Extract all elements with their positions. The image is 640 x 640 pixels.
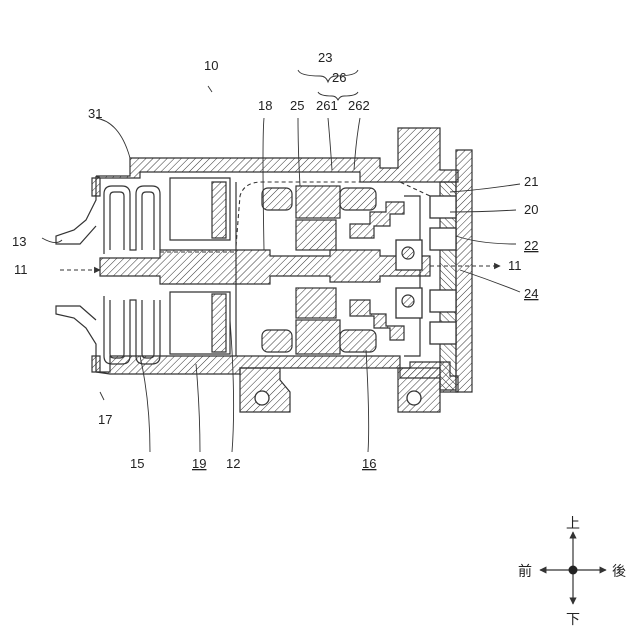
shaft xyxy=(100,250,430,284)
label-13: 13 xyxy=(12,234,26,249)
label-10: 10 xyxy=(204,58,218,73)
label-262: 262 xyxy=(348,98,370,113)
label-20: 20 xyxy=(524,202,538,217)
end-plate xyxy=(430,150,472,392)
label-18: 18 xyxy=(258,98,272,113)
label-15: 15 xyxy=(130,456,144,471)
label-19: 19 xyxy=(192,456,206,471)
label-11-out: 11 xyxy=(508,258,522,273)
label-11-in: 11 xyxy=(14,262,28,277)
label-21: 21 xyxy=(524,174,538,189)
direction-down: 下 xyxy=(566,612,580,628)
direction-back: 後 xyxy=(612,564,626,580)
bearing xyxy=(396,240,422,318)
label-12: 12 xyxy=(226,456,240,471)
direction-front: 前 xyxy=(518,563,532,580)
label-17: 17 xyxy=(98,412,112,427)
label-25: 25 xyxy=(290,98,304,113)
label-31: 31 xyxy=(88,106,102,121)
label-261: 261 xyxy=(316,98,338,113)
label-23: 23 xyxy=(318,50,332,65)
direction-center-dot xyxy=(569,566,578,575)
direction-up: 上 xyxy=(566,516,580,532)
label-24: 24 xyxy=(524,286,538,301)
mounting-lugs xyxy=(240,368,440,412)
label-22: 22 xyxy=(524,238,538,253)
label-26: 26 xyxy=(332,70,346,85)
label-16: 16 xyxy=(362,456,376,471)
direction-indicator: 上 下 前 後 xyxy=(518,516,626,628)
